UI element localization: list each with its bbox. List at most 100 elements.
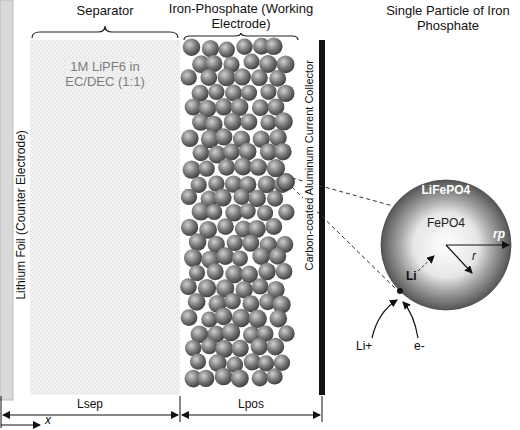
particle bbox=[258, 263, 275, 280]
particle bbox=[215, 368, 233, 386]
particle bbox=[222, 323, 240, 341]
working-electrode: Iron-Phosphate (Working Electrode) bbox=[182, 40, 300, 395]
particle bbox=[183, 161, 201, 179]
particle bbox=[278, 174, 295, 191]
shell-label: LiFePO4 bbox=[422, 184, 471, 198]
foil-label: Lithium Foil (Counter Electrode) bbox=[14, 128, 28, 301]
core-label: FePO4 bbox=[427, 217, 465, 231]
diffusion-arrow bbox=[418, 256, 434, 271]
particle bbox=[214, 189, 232, 207]
particle bbox=[201, 311, 217, 327]
particle bbox=[208, 84, 224, 100]
particle bbox=[189, 233, 207, 251]
particle bbox=[223, 144, 240, 161]
particle bbox=[219, 42, 235, 58]
radius-arrow bbox=[446, 244, 509, 245]
particle bbox=[231, 340, 248, 357]
particle bbox=[269, 70, 286, 87]
particle bbox=[190, 354, 206, 370]
particle bbox=[193, 144, 210, 161]
radius-label: r bbox=[472, 250, 476, 264]
particle bbox=[218, 68, 236, 86]
lithium-label: Li bbox=[406, 270, 417, 284]
particle bbox=[276, 263, 293, 280]
particle bbox=[181, 69, 197, 85]
region-heading: Iron-Phosphate (Working Electrode) bbox=[166, 2, 316, 32]
particle bbox=[240, 203, 256, 219]
lithium-foil bbox=[0, 0, 13, 400]
particle bbox=[215, 308, 233, 326]
particle bbox=[267, 191, 283, 207]
lithium-foil: Lithium Foil (Counter Electrode) bbox=[0, 0, 30, 400]
separator: Separator1M LiPF6 in EC/DEC (1:1) bbox=[30, 40, 180, 395]
particle bbox=[252, 247, 270, 265]
particle-circle: LiFePO4FePO4 bbox=[380, 179, 512, 311]
dimension-tick bbox=[180, 396, 181, 422]
particle bbox=[231, 369, 249, 387]
particle-packing bbox=[180, 38, 295, 388]
particle bbox=[260, 115, 276, 131]
particle bbox=[252, 370, 268, 386]
ion-arrow bbox=[372, 300, 397, 338]
particle bbox=[265, 38, 283, 56]
particle bbox=[232, 250, 248, 266]
particle bbox=[207, 263, 224, 280]
particle bbox=[218, 159, 235, 176]
particle bbox=[274, 143, 291, 160]
separator-bracket bbox=[32, 26, 178, 38]
particle bbox=[184, 249, 202, 267]
particle bbox=[269, 248, 286, 265]
radius-arrow bbox=[446, 245, 472, 273]
particle bbox=[215, 128, 232, 145]
particle bbox=[278, 204, 294, 220]
particle bbox=[181, 130, 198, 147]
particle bbox=[241, 85, 257, 101]
particle bbox=[217, 218, 234, 235]
particle bbox=[201, 338, 217, 354]
electrolyte-label: 1M LiPF6 in EC/DEC (1:1) bbox=[50, 60, 160, 90]
particle bbox=[202, 40, 219, 57]
dimension-tick bbox=[322, 396, 323, 422]
particle bbox=[206, 204, 222, 220]
particle bbox=[181, 309, 198, 326]
current-collector bbox=[319, 40, 325, 395]
particle bbox=[236, 39, 252, 55]
particle bbox=[199, 161, 215, 177]
particle bbox=[188, 293, 206, 311]
particle bbox=[181, 219, 198, 236]
particle bbox=[197, 370, 214, 387]
ion-label: Li+ bbox=[356, 340, 372, 354]
particle bbox=[251, 69, 268, 86]
electron-label: e- bbox=[414, 340, 425, 354]
particle bbox=[224, 113, 242, 131]
particle bbox=[234, 157, 252, 175]
particle bbox=[251, 338, 268, 355]
separator-region bbox=[30, 40, 180, 395]
particle bbox=[244, 54, 260, 70]
axis-label: x bbox=[45, 414, 51, 428]
particle bbox=[249, 310, 267, 328]
particle bbox=[224, 293, 241, 310]
particle bbox=[183, 39, 200, 56]
particle bbox=[240, 113, 257, 130]
particle bbox=[250, 158, 267, 175]
axis-arrow bbox=[1, 425, 40, 426]
radius-label: rp bbox=[493, 228, 505, 242]
particle bbox=[180, 278, 197, 295]
particle bbox=[260, 84, 276, 100]
particle bbox=[252, 278, 268, 294]
particle-outline bbox=[380, 179, 512, 311]
particle bbox=[278, 325, 294, 341]
particle bbox=[234, 68, 251, 85]
dimension-arrow bbox=[3, 415, 178, 416]
particle bbox=[265, 218, 282, 235]
particle bbox=[233, 188, 250, 205]
dimension-arrow bbox=[182, 415, 320, 416]
electrode-bracket bbox=[184, 33, 298, 40]
particle bbox=[270, 310, 288, 328]
particle bbox=[200, 69, 217, 86]
region-heading: Separator bbox=[77, 4, 134, 19]
particle bbox=[215, 98, 232, 115]
current-collector: Carbon-coated Aluminum Current Collector bbox=[300, 40, 326, 395]
particle-title: Single Particle of Iron Phosphate bbox=[383, 4, 513, 34]
